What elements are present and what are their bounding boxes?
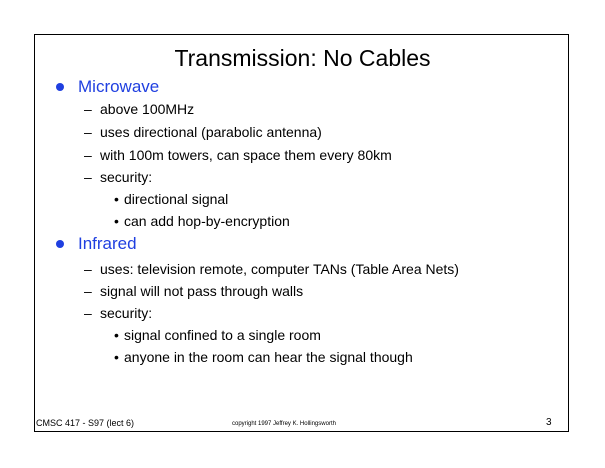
dash-icon: – (84, 169, 92, 185)
bullet-icon: • (114, 327, 119, 343)
dash-icon: – (84, 147, 92, 163)
dash-icon: – (84, 283, 92, 299)
list-item-text: signal will not pass through walls (100, 283, 304, 299)
list-item: –signal will not pass through walls (84, 282, 303, 300)
list-item: –above 100MHz (84, 100, 194, 118)
bullet-icon: • (114, 349, 119, 365)
sub-list-item-text: directional signal (124, 191, 229, 207)
sub-list-item-text: anyone in the room can hear the signal t… (124, 349, 413, 365)
sub-list-item: • anyone in the room can hear the signal … (114, 348, 413, 366)
section-heading-infrared: Infrared (56, 234, 137, 254)
sub-list-item-text: can add hop-by-encryption (124, 213, 290, 229)
footer-copyright: copyright 1997 Jeffrey K. Hollingsworth (232, 421, 336, 427)
slide-frame (34, 34, 569, 432)
dash-icon: – (84, 305, 92, 321)
slide-title: Transmission: No Cables (174, 45, 431, 71)
section-heading-label: Infrared (78, 234, 137, 253)
section-heading-microwave: Microwave (56, 77, 159, 97)
bullet-icon: • (114, 191, 119, 207)
list-item-text: above 100MHz (100, 101, 195, 117)
list-item-text: with 100m towers, can space them every 8… (100, 147, 392, 163)
dash-icon: – (84, 101, 92, 117)
list-item-text: security: (100, 169, 153, 185)
sub-list-item-text: signal confined to a single room (124, 327, 321, 343)
list-item: –security: (84, 304, 152, 322)
list-item-text: security: (100, 305, 153, 321)
sub-list-item: • can add hop-by-encryption (114, 212, 290, 230)
section-heading-label: Microwave (78, 77, 160, 96)
bullet-icon: • (114, 213, 119, 229)
sub-list-item: • signal confined to a single room (114, 326, 321, 344)
list-item: –uses directional (parabolic antenna) (84, 123, 322, 141)
page-number: 3 (546, 417, 552, 428)
sub-list-item: • directional signal (114, 190, 228, 208)
list-item: –uses: television remote, computer TANs … (84, 260, 459, 278)
dash-icon: – (84, 261, 92, 277)
footer-course-label: CMSC 417 - S97 (lect 6) (36, 418, 135, 428)
dash-icon: – (84, 124, 92, 140)
list-item-text: uses directional (parabolic antenna) (100, 124, 322, 140)
bullet-dot-icon (56, 82, 64, 91)
list-item-text: uses: television remote, computer TANs (… (100, 261, 459, 277)
list-item: –security: (84, 168, 152, 186)
list-item: –with 100m towers, can space them every … (84, 146, 392, 164)
bullet-dot-icon (56, 239, 64, 248)
